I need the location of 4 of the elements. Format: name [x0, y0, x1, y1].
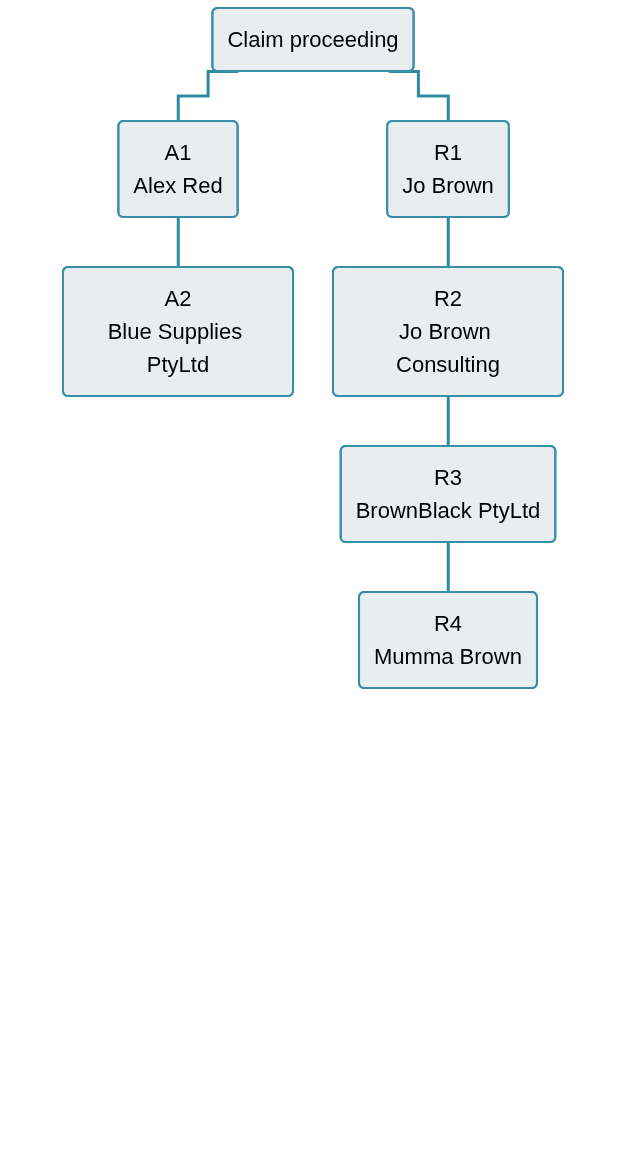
connector	[176, 216, 180, 269]
connector	[446, 541, 450, 594]
connector	[446, 216, 450, 269]
connector	[446, 395, 450, 448]
